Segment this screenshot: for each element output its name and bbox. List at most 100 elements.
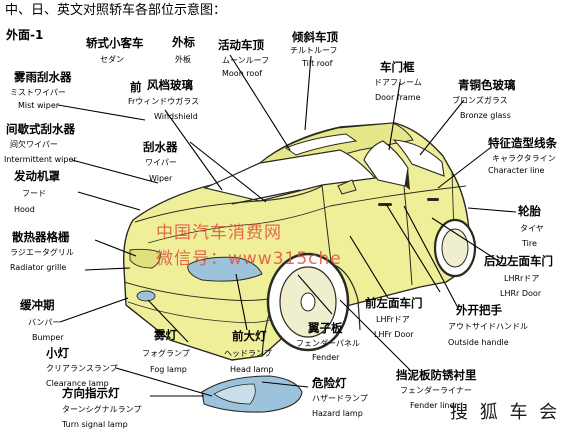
- label-intermittent-wiper-jp: 间欠ワイパー: [10, 140, 58, 149]
- watermark-line-1: 中国汽车消费网: [156, 223, 282, 243]
- label-front-zh: 前: [130, 80, 142, 94]
- label-fog-lamp-zh: 雾灯: [154, 328, 177, 342]
- label-wiper-zh: 刮水器: [143, 140, 178, 154]
- label-bronze-glass-zh: 青铜色玻璃: [458, 78, 516, 92]
- label-radiator-grille-zh: 散热器格栅: [12, 230, 70, 244]
- headlamp: [187, 256, 263, 282]
- radiator-grille: [129, 248, 161, 269]
- clearance-lamp-segment: [213, 383, 256, 405]
- mid-door-seam: [403, 185, 413, 286]
- character-line: [329, 185, 467, 207]
- label-fender-liner-jp: フェンダーライナー: [400, 386, 472, 395]
- side-mirror: [337, 179, 357, 195]
- fog-lamp: [136, 290, 156, 302]
- label-hood-zh: 发动机罩: [14, 169, 60, 183]
- watermark-line-2: 微信号：www315che: [156, 249, 342, 269]
- label-sedan-zh: 轿式小客车: [86, 36, 144, 50]
- label-door-frame-en: Door frame: [375, 93, 421, 102]
- label-turn-signal-jp: ターンシグナルランプ: [62, 405, 142, 414]
- label-outside-handle-jp: アウトサイドハンドル: [448, 322, 528, 331]
- label-fender-liner-en: Fender liner: [410, 401, 458, 410]
- label-door-frame-zh: 车门框: [380, 60, 415, 74]
- label-hood-en: Hood: [14, 205, 35, 214]
- label-tire-en: Tire: [522, 239, 537, 248]
- label-fender-liner-zh: 挡泥板防锈衬里: [396, 368, 477, 382]
- label-character-line-zh: 特征造型线条: [488, 136, 557, 150]
- label-exterior-zh: 外标: [172, 35, 195, 49]
- moon-roof: [284, 133, 358, 156]
- label-bumper-jp: バンパー: [28, 318, 61, 327]
- pointer-lines: [57, 54, 517, 397]
- label-mist-wiper-en: Mist wiper: [18, 101, 60, 110]
- label-bronze-glass-en: Bronze glass: [460, 111, 511, 120]
- label-tilt-roof-zh: 倾斜车顶: [292, 30, 338, 44]
- label-bumper-zh: 缓冲期: [20, 298, 55, 312]
- rear-side-window: [392, 139, 445, 177]
- label-clearance-lamp-en: Clearance lamp: [46, 379, 109, 388]
- label-mist-wiper-zh: 雾雨刮水器: [14, 70, 72, 84]
- label-tire-zh: 轮胎: [518, 204, 541, 218]
- label-lhfr-door-en: LHFr Door: [374, 330, 414, 339]
- label-lhrr-door-en: LHRr Door: [500, 289, 542, 298]
- label-intermittent-wiper-zh: 间歇式刮水器: [6, 122, 75, 136]
- label-fender-jp: フェンダーパネル: [296, 339, 360, 348]
- label-turn-signal-zh: 方向指示灯: [62, 386, 120, 400]
- label-outside-handle-en: Outside handle: [448, 338, 509, 347]
- label-windshield-en: Windshield: [154, 112, 198, 121]
- brand-logo-text: 搜 狐 车 会: [450, 402, 561, 423]
- label-turn-signal-en: Turn signal lamp: [62, 420, 128, 429]
- label-head-lamp-en: Head lamp: [230, 365, 274, 374]
- label-hood-jp: フード: [22, 189, 46, 198]
- label-wiper-jp: ワイパー: [145, 158, 177, 167]
- label-fog-lamp-en: Fog lamp: [150, 365, 187, 374]
- label-hazard-lamp-en: Hazard lamp: [312, 409, 363, 418]
- label-moon-roof-en: Moon roof: [222, 69, 263, 78]
- label-fender-en: Fender: [312, 353, 340, 362]
- bumper-lower: [127, 301, 271, 324]
- label-character-line-jp: キャラクタライン: [492, 154, 556, 163]
- label-tilt-roof-jp: チルトルーフ: [290, 46, 338, 55]
- label-radiator-grille-jp: ラジエータグリル: [10, 248, 74, 257]
- label-moon-roof-jp: ムーンルーフ: [222, 56, 270, 65]
- label-exterior-jp: 外板: [175, 55, 191, 64]
- front-door-handle: [378, 203, 392, 206]
- label-moon-roof-zh: 活动车顶: [218, 38, 264, 52]
- rear-door-handle: [427, 198, 439, 201]
- label-windshield-jp: Frウィンドウガラス: [128, 97, 200, 106]
- label-character-line-en: Character line: [488, 166, 545, 175]
- door-frame-pillar: [405, 168, 410, 190]
- front-side-window: [363, 140, 409, 187]
- label-radiator-grille-en: Radiator grille: [10, 263, 67, 272]
- label-fog-lamp-jp: フォグランプ: [142, 349, 190, 358]
- hood-centre-line: [147, 205, 331, 244]
- label-bumper-en: Bumper: [32, 333, 64, 342]
- label-sedan-jp: セダン: [100, 55, 124, 64]
- bumper-line: [123, 281, 283, 301]
- label-clearance-lamp-jp: クリアランスランプ: [46, 364, 118, 373]
- wiper-blade: [231, 189, 301, 205]
- label-windshield-zh: 风档玻璃: [147, 78, 193, 92]
- label-intermittent-wiper-en: Intermittent wiper: [4, 155, 77, 164]
- label-mist-wiper-jp: ミストワイパー: [10, 88, 66, 97]
- hood-crease: [134, 185, 323, 223]
- label-hazard-lamp-zh: 危险灯: [312, 376, 347, 390]
- diagram-title: 中、日、英文对照轿车各部位示意图：: [5, 3, 227, 18]
- label-outside-handle-zh: 外开把手: [456, 303, 502, 317]
- section-label: 外面-1: [6, 28, 44, 42]
- rear-rim: [441, 228, 469, 268]
- front-hub: [300, 292, 316, 312]
- label-head-lamp-jp: ヘッドランプ: [224, 349, 272, 358]
- label-head-lamp-zh: 前大灯: [232, 329, 267, 343]
- label-tire-jp: タイヤ: [520, 224, 544, 233]
- label-clearance-lamp-zh: 小灯: [46, 346, 69, 360]
- label-tilt-roof-en: Tilt roof: [302, 59, 333, 68]
- label-lhfr-door-jp: LHFrドア: [376, 315, 410, 324]
- label-lhrr-door-zh: 后边左面车门: [484, 254, 553, 268]
- label-door-frame-jp: ドアフレーム: [374, 78, 422, 87]
- label-hazard-lamp-jp: ハザードランプ: [312, 394, 368, 403]
- label-bronze-glass-jp: ブロンズガラス: [452, 96, 508, 105]
- label-wiper-en: Wiper: [149, 174, 173, 183]
- label-fender-zh: 翼子板: [308, 321, 343, 335]
